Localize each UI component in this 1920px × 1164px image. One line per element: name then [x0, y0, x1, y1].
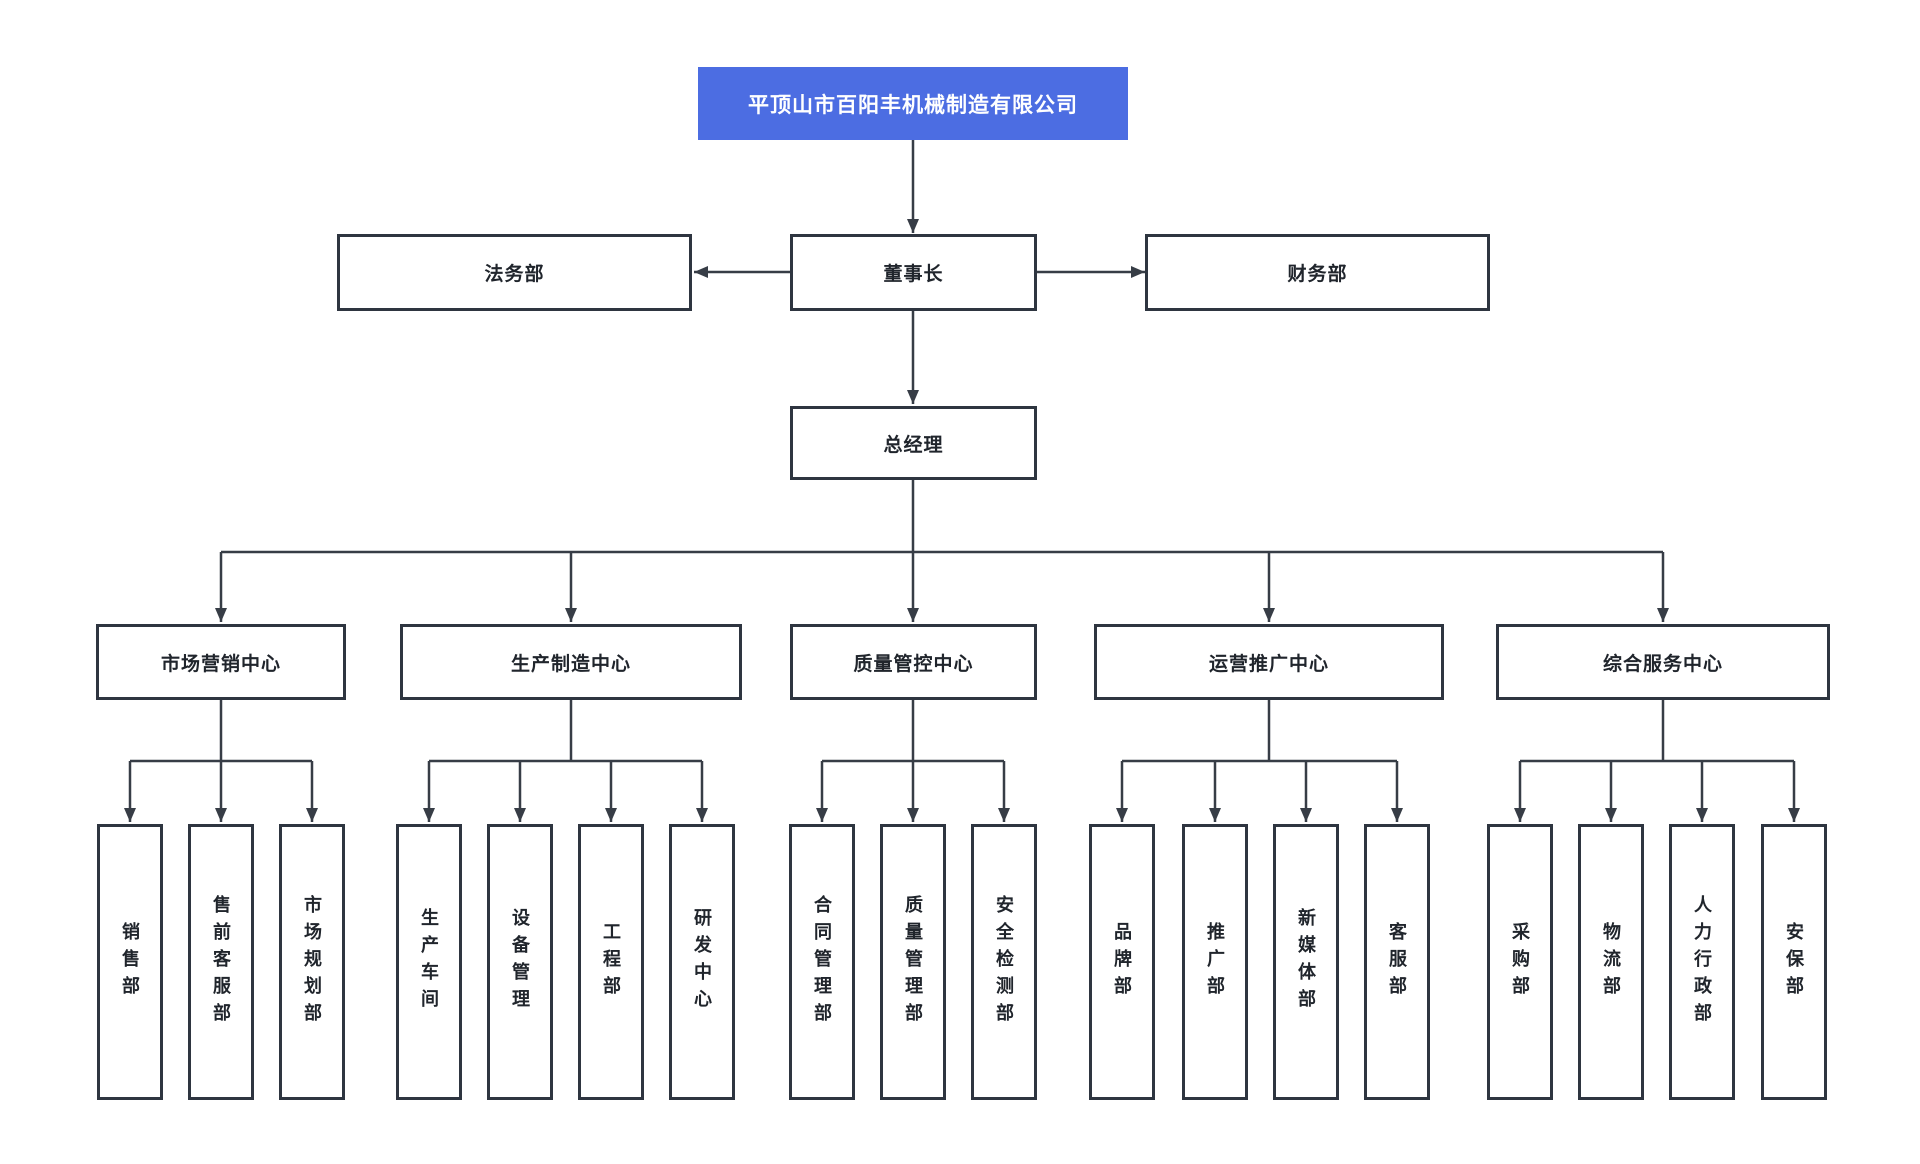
dept-node-presales-service: 售前客服部: [188, 824, 254, 1100]
center-node-production: 生产制造中心: [400, 624, 742, 700]
dept-node-promotion: 推广部: [1182, 824, 1248, 1100]
center-node-services: 综合服务中心: [1496, 624, 1830, 700]
dept-node-security: 安保部: [1761, 824, 1827, 1100]
dept-node-hr-admin: 人力行政部: [1669, 824, 1735, 1100]
legal-dept-node: 法务部: [337, 234, 692, 311]
dept-node-logistics: 物流部: [1578, 824, 1644, 1100]
dept-node-production-workshop: 生产车间: [396, 824, 462, 1100]
dept-node-contract-management: 合同管理部: [789, 824, 855, 1100]
dept-node-safety-inspection: 安全检测部: [971, 824, 1037, 1100]
dept-node-market-planning: 市场规划部: [279, 824, 345, 1100]
dept-node-sales: 销售部: [97, 824, 163, 1100]
finance-dept-node: 财务部: [1145, 234, 1490, 311]
center-node-operations: 运营推广中心: [1094, 624, 1444, 700]
dept-node-new-media: 新媒体部: [1273, 824, 1339, 1100]
dept-node-engineering: 工程部: [578, 824, 644, 1100]
center-node-marketing: 市场营销中心: [96, 624, 346, 700]
dept-node-rnd-center: 研发中心: [669, 824, 735, 1100]
company-root-node: 平顶山市百阳丰机械制造有限公司: [698, 67, 1128, 140]
center-node-quality: 质量管控中心: [790, 624, 1037, 700]
dept-node-quality-management: 质量管理部: [880, 824, 946, 1100]
dept-node-brand: 品牌部: [1089, 824, 1155, 1100]
chairman-node: 董事长: [790, 234, 1037, 311]
dept-node-equipment-management: 设备管理: [487, 824, 553, 1100]
dept-node-customer-service: 客服部: [1364, 824, 1430, 1100]
general-manager-node: 总经理: [790, 406, 1037, 480]
dept-node-procurement: 采购部: [1487, 824, 1553, 1100]
